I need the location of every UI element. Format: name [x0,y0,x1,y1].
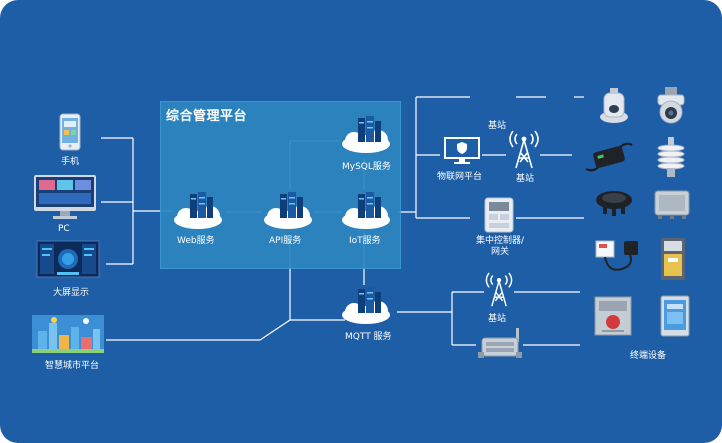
mysql-service-label: MySQL服务 [342,162,391,172]
junction-box-icon [654,190,690,219]
panel-title: 综合管理平台 [166,109,248,124]
ptz-camera-icon [657,87,685,124]
antenna-tower-icon-mid [509,130,539,169]
lora-gateway-icon [478,328,522,358]
dome-sensor-icon [600,88,628,123]
mysql-server-icon [342,116,390,153]
mqtt-server-icon [342,287,390,324]
alarm-sensor-icon [595,240,638,271]
iot-service-label: IoT服务 [349,236,381,246]
base-station-mid-label: 基站 [516,174,535,184]
controller-gateway-icon [484,197,514,233]
pc-icon [34,175,96,219]
bigscreen-label: 大屏显示 [53,288,90,298]
api-server-icon [264,192,312,229]
mqtt-service-label: MQTT 服务 [345,332,392,342]
web-server-icon [174,192,222,229]
controller-label: 集中控制器/ 网关 [476,236,525,257]
pc-label: PC [58,224,70,234]
api-service-label: API服务 [269,236,302,246]
iot-platform-monitor-icon [444,137,480,164]
iot-platform-label: 物联网平台 [437,172,483,182]
web-service-label: Web服务 [177,236,215,246]
base-station-top-label: 基站 [488,121,507,131]
access-panel-icon [661,238,685,280]
emergency-button-icon [594,296,632,336]
iot-server-icon [342,192,390,229]
antenna-tower-icon-bottom [485,272,513,307]
smart-city-label: 智慧城市平台 [45,361,100,371]
smart-city-icon [32,315,104,353]
ultrasonic-sensor-icon [596,191,632,216]
phone-label: 手机 [61,157,80,167]
display-terminal-icon [660,295,690,337]
terminal-devices-label: 终端设备 [630,351,667,361]
bigscreen-icon [36,240,100,278]
phone-icon [59,113,81,151]
base-station-bottom-label: 基站 [488,314,507,324]
power-module-icon [585,142,633,172]
louvered-shield-icon [657,137,685,177]
